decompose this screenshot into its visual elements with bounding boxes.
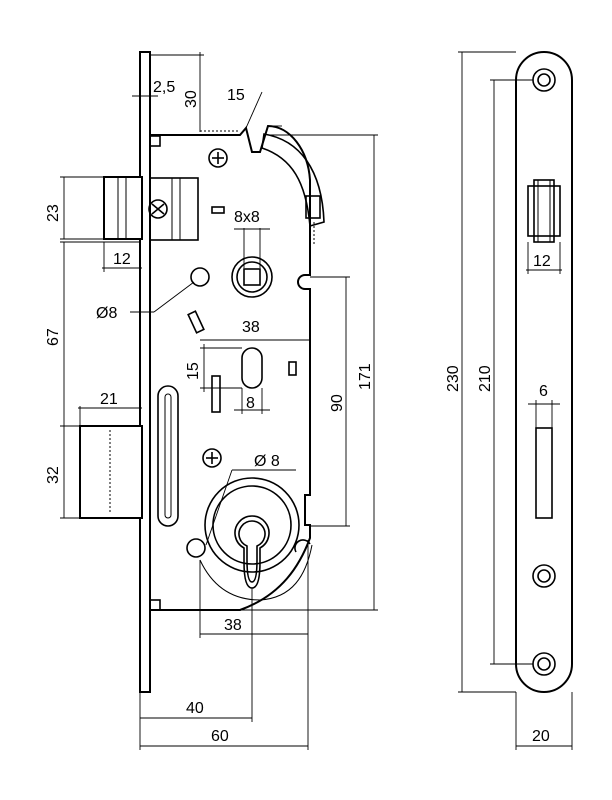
dim-label-30: 30 — [183, 90, 200, 108]
dim-label-o8-bottom: Ø 8 — [254, 453, 280, 470]
small-rectangle — [211, 375, 221, 413]
hole-bottom — [186, 538, 206, 558]
top-screw-icon — [208, 148, 228, 168]
dim-label-15-top: 15 — [227, 87, 245, 104]
side-view: 2,5 30 15 23 8x8 12 Ø8 67 38 15 8 171 90… — [45, 51, 378, 750]
dim-label-171: 171 — [357, 363, 374, 390]
latch-screw-icon — [148, 199, 168, 219]
bottom-screw-icon — [202, 448, 222, 468]
latch-bolt — [103, 176, 199, 241]
dim-label-230: 230 — [445, 365, 462, 392]
dim-label-38-bottom: 38 — [224, 617, 242, 634]
dead-bolt — [79, 425, 143, 519]
guide-slot-inner — [164, 393, 172, 519]
dim-label-60: 60 — [211, 728, 229, 745]
dim-label-40: 40 — [186, 700, 204, 717]
dim-label-20: 20 — [532, 728, 550, 745]
dim-label-8x8: 8x8 — [234, 209, 260, 226]
dim-label-15-mid: 15 — [185, 362, 202, 380]
dim-label-32: 32 — [45, 466, 62, 484]
dim-label-8-small: 8 — [246, 395, 255, 412]
spring-arm — [261, 133, 325, 228]
tilted-pin — [187, 310, 205, 334]
spring-block — [305, 195, 321, 219]
small-slot-right — [288, 361, 297, 376]
oval-slot — [241, 347, 263, 389]
small-slot-top — [211, 206, 225, 214]
hole-top — [190, 267, 210, 287]
faceplate-tab-bottom — [149, 599, 161, 611]
dim-label-90: 90 — [329, 394, 346, 412]
lock-case-body — [149, 124, 311, 611]
faceplate-side — [139, 51, 151, 693]
guide-slot — [157, 385, 179, 527]
front-view: 230 210 12 6 20 — [445, 51, 573, 750]
front-screw-top-icon — [532, 68, 556, 92]
front-screw-bottom-icon — [532, 652, 556, 676]
front-latch-opening — [527, 179, 561, 243]
handle-follower — [231, 256, 273, 298]
dim-label-12-front: 12 — [533, 253, 551, 270]
cylinder-opening — [199, 477, 313, 601]
dim-label-23: 23 — [45, 204, 62, 222]
side-dimension-lines — [60, 52, 378, 750]
dim-label-21: 21 — [100, 391, 118, 408]
front-dimension-lines — [458, 51, 573, 750]
dim-label-67: 67 — [45, 328, 62, 346]
faceplate-front — [515, 51, 573, 693]
dim-label-2-5: 2,5 — [153, 79, 175, 96]
faceplate-tab-top — [149, 135, 161, 147]
dim-label-38-mid: 38 — [242, 319, 260, 336]
dim-label-12-side: 12 — [113, 251, 131, 268]
dim-label-o8-top: Ø8 — [96, 305, 117, 322]
front-deadbolt-opening — [535, 427, 553, 519]
dim-label-6: 6 — [539, 383, 548, 400]
front-screw-middle-icon — [532, 564, 556, 588]
dim-label-210: 210 — [477, 365, 494, 392]
